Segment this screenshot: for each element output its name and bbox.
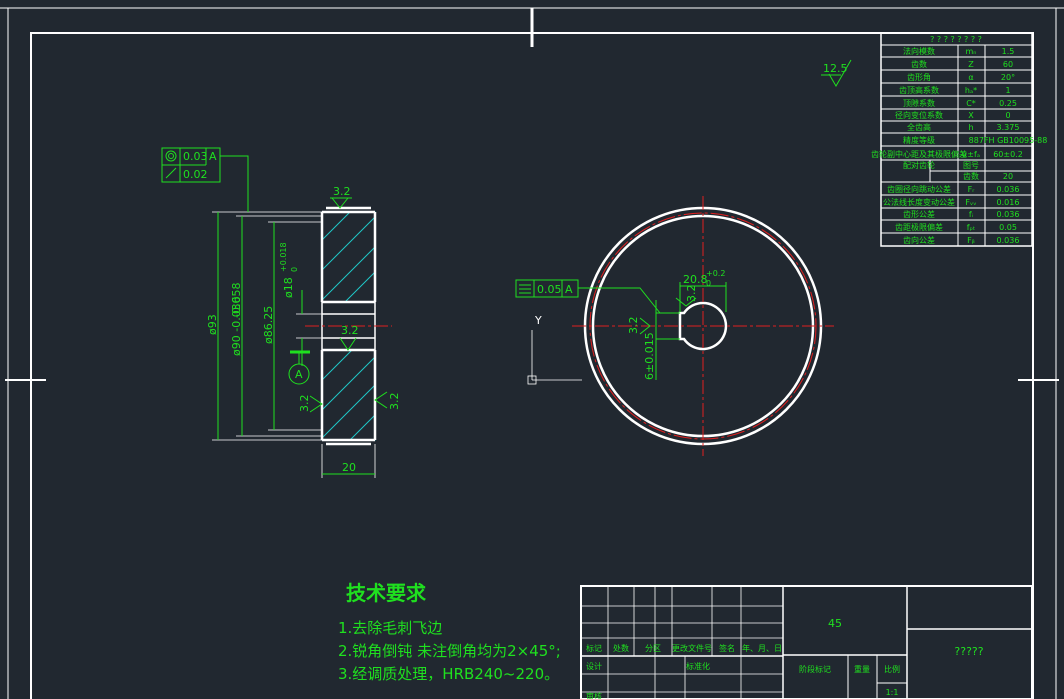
param-cell: 887FH GB10095-88 [969, 136, 1048, 145]
param-cell: Fᵥᵥ [965, 198, 976, 207]
svg-text:3.2: 3.2 [298, 395, 311, 413]
svg-text:-0.058: -0.058 [230, 283, 243, 318]
gear-front-view: 20.8 +0.2 0 6±0.015 3.2 3.2 0.05 A Y [515, 196, 834, 456]
svg-text:3.2: 3.2 [333, 185, 351, 198]
param-cell: Z [968, 60, 974, 69]
svg-text:审核: 审核 [586, 691, 602, 699]
param-cell: 齿顶高系数 [899, 85, 939, 95]
svg-text:3.2: 3.2 [685, 285, 698, 303]
svg-text:Y: Y [534, 314, 542, 327]
param-cell: 齿圈径向跳动公差 [887, 184, 951, 194]
param-cell: 公法线长度变动公差 [883, 197, 955, 207]
param-cell: 0.036 [997, 236, 1020, 245]
svg-text:处数: 处数 [613, 643, 629, 653]
param-cell: 图号 [963, 161, 979, 170]
svg-text:标准化: 标准化 [686, 661, 710, 671]
svg-text:? ? ? ? ? ? ? ?: ? ? ? ? ? ? ? ? [930, 35, 982, 44]
svg-text:阶段标记: 阶段标记 [799, 664, 831, 674]
param-cell: 齿距极限偏差 [895, 222, 943, 232]
param-cell: hₐ* [965, 86, 977, 95]
param-cell: 0.016 [997, 198, 1020, 207]
svg-text:A: A [209, 150, 217, 163]
svg-text:标记: 标记 [586, 643, 602, 653]
param-cell: h [968, 123, 973, 132]
title-block: 45 ????? 标记 处数 分区 更改文件号 签名 年、月、日 设计 标准化 … [580, 585, 1033, 699]
param-cell: Fᵣ [968, 185, 976, 194]
svg-text:A: A [565, 283, 573, 296]
param-cell: 顶隙系数 [903, 98, 935, 108]
svg-text:+0.018: +0.018 [279, 242, 288, 272]
param-cell: 全齿高 [907, 122, 931, 132]
svg-text:设计: 设计 [586, 661, 602, 671]
svg-text:1:1: 1:1 [886, 688, 899, 697]
svg-text:ø18: ø18 [282, 277, 295, 298]
param-cell: 0.036 [997, 210, 1020, 219]
param-cell: 齿轮副中心距及其极限偏差 [871, 149, 967, 159]
svg-text:45: 45 [828, 617, 842, 630]
svg-text:3.2: 3.2 [627, 317, 640, 335]
param-cell: 3.375 [997, 123, 1020, 132]
svg-text:技术要求: 技术要求 [346, 581, 427, 605]
param-cell: 60 [1003, 60, 1013, 69]
param-cell: fₚₜ [967, 223, 976, 232]
param-cell: 齿向公差 [903, 235, 935, 245]
svg-text:3.2: 3.2 [341, 324, 359, 337]
param-cell: 齿形公差 [903, 209, 935, 219]
svg-text:3.2: 3.2 [388, 393, 401, 411]
svg-text:比例: 比例 [884, 664, 900, 674]
svg-text:20.8: 20.8 [683, 273, 708, 286]
svg-text:1.去除毛刺飞边: 1.去除毛刺飞边 [338, 619, 442, 637]
svg-text:A: A [295, 368, 303, 381]
param-cell: 0.25 [999, 99, 1017, 108]
param-cell: 20° [1001, 73, 1015, 82]
param-cell: 配对齿轮 [903, 160, 935, 170]
param-cell: 0.036 [997, 185, 1020, 194]
param-cell: X [968, 111, 974, 120]
svg-text:0: 0 [706, 279, 711, 288]
drawing-frame [0, 7, 1064, 699]
svg-text:3.经调质处理，HRB240~220。: 3.经调质处理，HRB240~220。 [338, 665, 559, 683]
param-cell: 齿形角 [907, 72, 931, 82]
technical-requirements: 技术要求 1.去除毛刺飞边 2.锐角倒钝 未注倒角均为2×45°; 3.经调质处… [338, 581, 561, 683]
param-cell: 0 [1005, 111, 1010, 120]
param-cell: 齿数 [911, 59, 927, 69]
param-cell: Fᵦ [967, 236, 975, 245]
param-cell: 0.05 [999, 223, 1017, 232]
svg-text:?????: ????? [954, 645, 983, 658]
svg-text:6±0.015: 6±0.015 [643, 332, 656, 380]
svg-text:0.03: 0.03 [183, 150, 208, 163]
param-cell: 1.5 [1002, 47, 1015, 56]
param-cell: C* [966, 99, 976, 108]
param-cell: 法向模数 [903, 46, 935, 56]
param-cell: mₙ [966, 47, 977, 56]
svg-text:签名: 签名 [719, 643, 735, 653]
svg-text:20: 20 [342, 461, 356, 474]
param-cell: α [968, 73, 973, 82]
svg-text:12.5: 12.5 [823, 62, 848, 75]
gear-parameter-table: ? ? ? ? ? ? ? ? 法向模数 mₙ 1.5 齿数 Z 60 齿形角 α 20° 齿顶高… [871, 32, 1048, 247]
svg-text:重量: 重量 [854, 664, 870, 674]
param-cell: 20 [1003, 172, 1013, 181]
param-cell: α±fₐ [962, 150, 980, 159]
param-cell: 60±0.2 [993, 150, 1023, 159]
svg-text:更改文件号: 更改文件号 [672, 643, 712, 653]
svg-text:0: 0 [290, 267, 299, 272]
param-cell: fᵢ [969, 210, 973, 219]
svg-text:+0.2: +0.2 [706, 269, 725, 278]
param-cell: 径向变位系数 [895, 110, 943, 120]
roughness-general: 12.5 [821, 59, 852, 87]
svg-text:2.锐角倒钝 未注倒角均为2×45°;: 2.锐角倒钝 未注倒角均为2×45°; [338, 642, 561, 660]
svg-text:ø86.25: ø86.25 [262, 306, 275, 344]
param-cell: 齿数 [963, 171, 979, 181]
param-cell: 1 [1005, 86, 1010, 95]
svg-text:ø90 -0.036: ø90 -0.036 [230, 296, 243, 356]
param-cell: 精度等级 [903, 135, 935, 145]
svg-text:ø93: ø93 [206, 314, 219, 335]
svg-text:0.02: 0.02 [183, 168, 208, 181]
gear-section-view: ø93 ø90 -0.036 -0.058 ø86.25 ø18 +0.018 … [161, 147, 401, 478]
svg-text:0.05: 0.05 [537, 283, 562, 296]
svg-text:年、月、日: 年、月、日 [742, 643, 782, 653]
svg-text:分区: 分区 [645, 644, 661, 653]
